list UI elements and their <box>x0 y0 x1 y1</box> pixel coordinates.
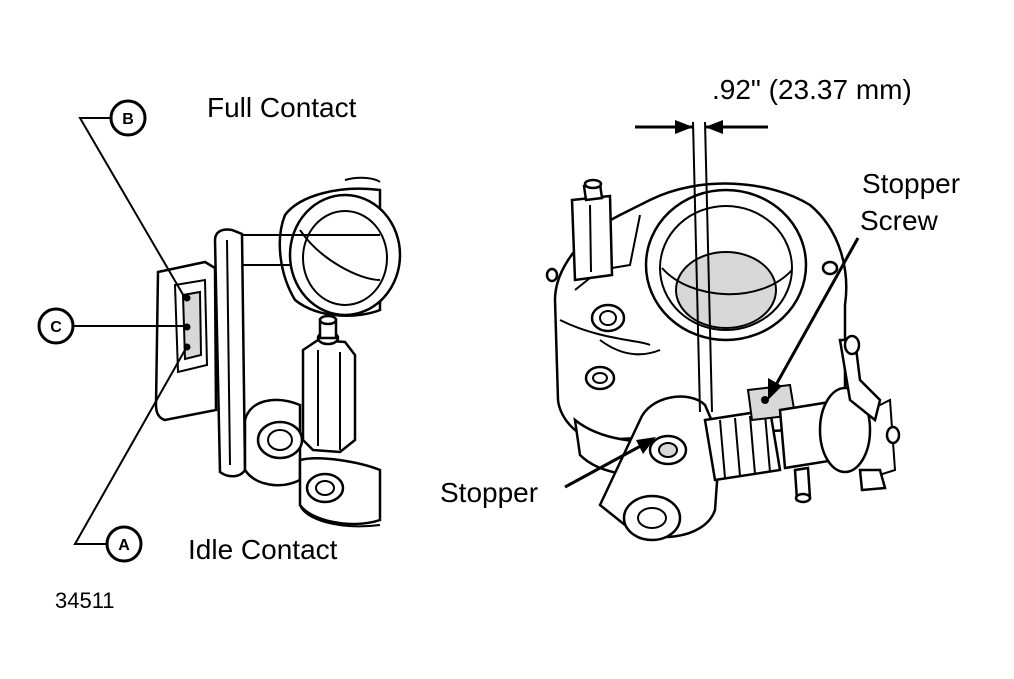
callout-b: B <box>109 99 147 137</box>
left-leader-lines <box>72 117 186 545</box>
idle-contact-label: Idle Contact <box>188 534 338 565</box>
left-throttle-body-drawing <box>154 176 402 528</box>
svg-text:B: B <box>122 111 134 128</box>
callout-a: A <box>105 525 143 563</box>
figure-number: 34511 <box>55 588 115 613</box>
svg-text:C: C <box>50 319 62 336</box>
callout-c: C <box>37 307 75 345</box>
gap-dimension-label: .92" (23.37 mm) <box>712 74 912 105</box>
right-leader-arrows <box>564 237 860 489</box>
svg-text:A: A <box>118 537 130 554</box>
stopper-label: Stopper <box>440 477 539 508</box>
gap-dimension-marker <box>635 120 768 413</box>
right-throttle-body-drawing <box>545 178 901 542</box>
stopper-screw-label-line2: Screw <box>860 205 938 236</box>
stopper-screw-label-line1: Stopper <box>862 168 961 199</box>
full-contact-label: Full Contact <box>207 92 357 123</box>
